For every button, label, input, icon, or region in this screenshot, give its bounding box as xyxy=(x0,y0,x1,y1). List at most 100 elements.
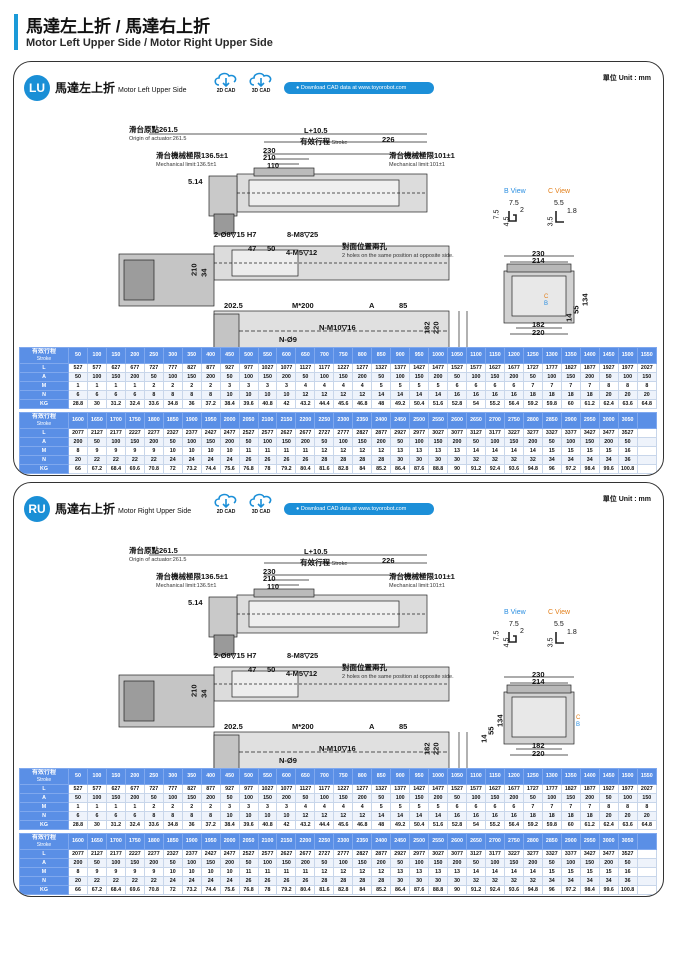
table-cell: 2227 xyxy=(124,428,145,438)
table-cell: 3377 xyxy=(560,849,581,859)
table-cell: 1800 xyxy=(143,833,164,850)
table-cell: 43.2 xyxy=(295,399,316,409)
table-cell: 26 xyxy=(276,455,297,465)
table-cell: 400 xyxy=(200,347,221,364)
table-cell: 11 xyxy=(238,446,259,456)
table-cell: 1350 xyxy=(560,347,581,364)
table-cell: 2377 xyxy=(181,428,202,438)
table-cell: 650 xyxy=(295,347,316,364)
table-cell: 69.6 xyxy=(124,885,145,895)
table-cell: 2 xyxy=(162,381,183,391)
table-cell: 50.4 xyxy=(409,399,430,409)
table-cell: 16 xyxy=(447,390,468,400)
row-label: KG xyxy=(19,885,69,895)
dim-e214: 214 xyxy=(532,256,545,265)
table-cell: 100 xyxy=(466,793,486,803)
table-cell: 2950 xyxy=(579,412,600,429)
cad-download-link[interactable]: ● Download CAD data at www.toyorobot.com xyxy=(284,503,434,515)
table-cell: 450 xyxy=(219,768,240,785)
table-cell: 8 xyxy=(617,381,638,391)
cad-3d-download[interactable]: 3D CAD xyxy=(246,71,276,94)
cloud-download-icon xyxy=(249,72,272,87)
table-cell: 150 xyxy=(333,793,354,803)
row-label: M xyxy=(19,867,69,877)
table-cell: 5 xyxy=(409,802,430,812)
table-cell: 16 xyxy=(617,446,638,456)
cad-2d-download[interactable]: 2D CAD xyxy=(211,71,241,94)
table-cell: 18 xyxy=(541,811,562,821)
table-cell: 100 xyxy=(257,858,278,868)
table-cell: 1377 xyxy=(390,363,411,373)
cad-3d-download[interactable]: 3D CAD xyxy=(246,492,276,515)
table-cell: 150 xyxy=(636,372,658,382)
cloud-download-icon xyxy=(214,72,237,87)
table-cell: 13 xyxy=(390,446,411,456)
table-cell: 1 xyxy=(86,802,107,812)
table-cell: 20 xyxy=(617,811,638,821)
cad-2d-download[interactable]: 2D CAD xyxy=(211,492,241,515)
table-cell: 200 xyxy=(124,768,145,785)
dim-47: 47 xyxy=(248,665,257,674)
table-cell: 79.2 xyxy=(276,464,297,474)
table-cell: 2350 xyxy=(352,412,373,429)
table-cell: 150 xyxy=(409,372,430,382)
table-cell: 1500 xyxy=(617,347,638,364)
dim-c18: 1.8 xyxy=(567,629,577,636)
table-cell: 32 xyxy=(522,876,543,886)
table-cell: 9 xyxy=(105,867,126,877)
table-cell: 9 xyxy=(143,446,164,456)
table-cell: 1150 xyxy=(484,347,505,364)
table-cell: 34 xyxy=(560,876,581,886)
table-cell: 150 xyxy=(257,372,278,382)
table-cell: 100 xyxy=(466,372,486,382)
table-cell: 22 xyxy=(86,876,107,886)
table-cell: 6 xyxy=(86,390,107,400)
table-cell: 700 xyxy=(314,768,335,785)
table-cell: 2250 xyxy=(314,412,335,429)
table-cell: 3127 xyxy=(466,428,486,438)
table-cell: 99.6 xyxy=(598,464,619,474)
table-cell: 60 xyxy=(560,820,581,830)
table-cell: 100 xyxy=(314,793,335,803)
table-cell: 59.2 xyxy=(522,820,543,830)
table-cell: 3050 xyxy=(617,412,638,429)
table-cell: 8 xyxy=(598,802,619,812)
table-cell: 100 xyxy=(86,793,107,803)
table-cell: 1727 xyxy=(522,784,543,794)
cad-download-link[interactable]: ● Download CAD data at www.toyorobot.com xyxy=(284,82,434,94)
table-cell: 1577 xyxy=(466,784,486,794)
table-cell: 88.8 xyxy=(428,885,449,895)
table-cell: 2927 xyxy=(390,428,411,438)
table-cell: 2127 xyxy=(86,428,107,438)
dim-e230: 230 xyxy=(532,670,545,679)
table-cell: 1 xyxy=(124,802,145,812)
table-cell: 50 xyxy=(390,858,411,868)
dim-b75-vertical: 7.5 xyxy=(493,630,501,641)
table-cell: 34 xyxy=(541,876,562,886)
table-cell: 11 xyxy=(238,867,259,877)
table-cell: 39.6 xyxy=(238,820,259,830)
table-cell: 100 xyxy=(560,437,581,447)
table-cell: 32.4 xyxy=(124,399,145,409)
table-cell: 13 xyxy=(447,446,468,456)
table-cell: 727 xyxy=(143,363,164,373)
table-cell: 7 xyxy=(541,802,562,812)
table-cell: 97.2 xyxy=(560,464,581,474)
dim-b2: 2 xyxy=(520,207,524,214)
table-cell: 2777 xyxy=(333,428,354,438)
table-cell: 34.8 xyxy=(162,399,183,409)
dim-210-vertical: 210 xyxy=(189,684,199,698)
table-cell: 12 xyxy=(314,446,335,456)
table-cell: 200 xyxy=(371,437,392,447)
table-cell: 6 xyxy=(124,390,145,400)
table-cell: 1 xyxy=(68,802,88,812)
table-cell: 20 xyxy=(617,390,638,400)
table-cell: 200 xyxy=(68,858,88,868)
table-cell: 2450 xyxy=(390,412,411,429)
